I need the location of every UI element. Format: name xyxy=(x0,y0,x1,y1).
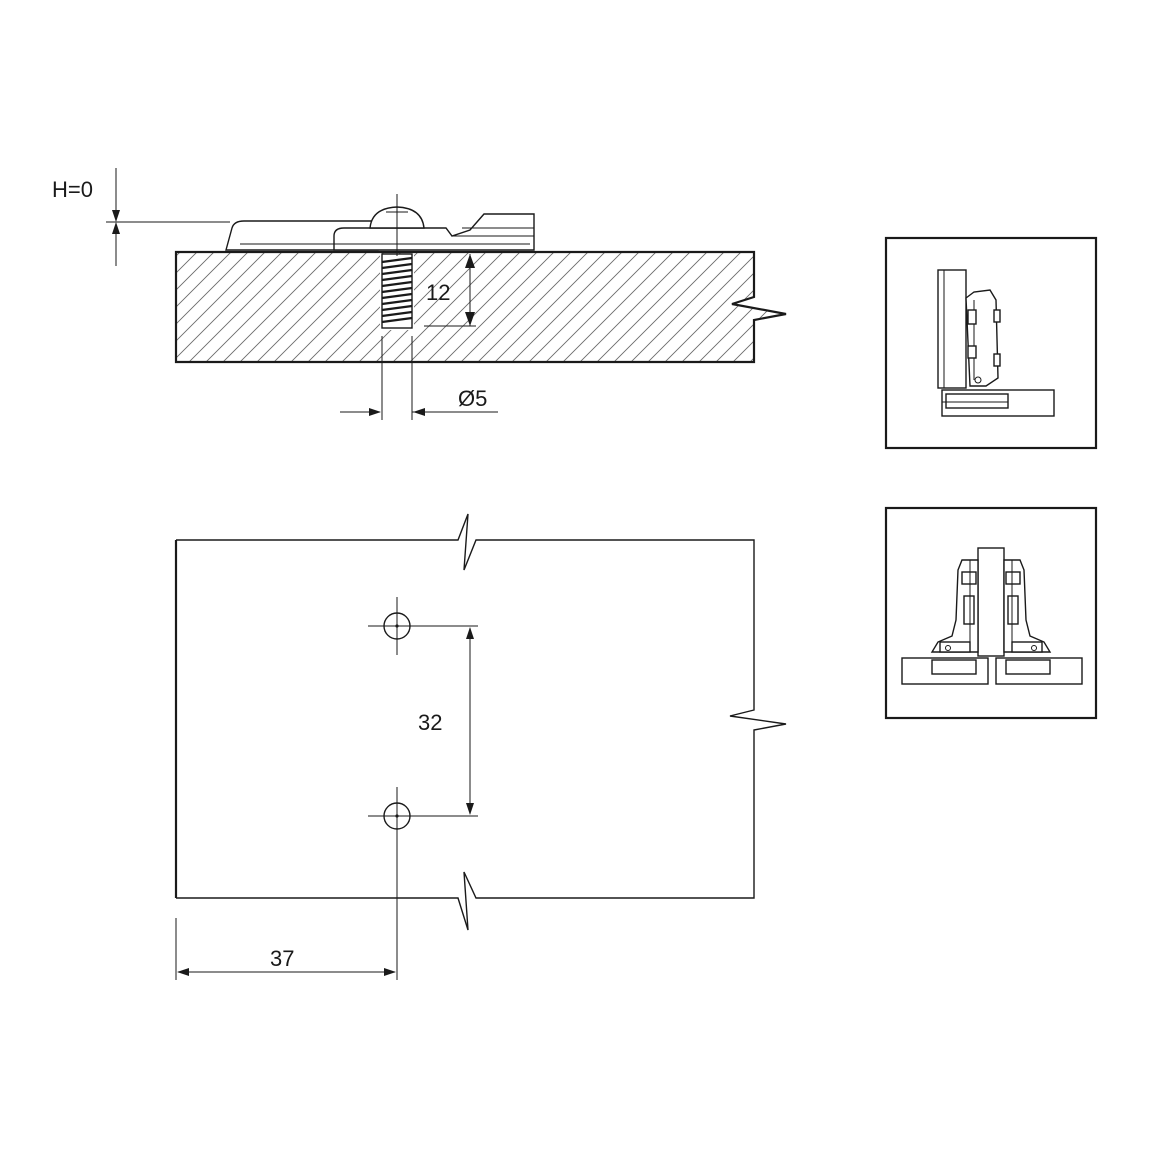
hatch-line xyxy=(176,252,181,362)
hatch-line xyxy=(535,252,657,362)
thread-line xyxy=(381,262,413,270)
thread-line xyxy=(381,292,413,300)
hatch-line xyxy=(773,252,786,362)
hinge-side-view-icon xyxy=(884,236,1098,450)
thread-line xyxy=(381,268,413,276)
hatch-line xyxy=(501,252,623,362)
screw-depth-label: 12 xyxy=(426,280,450,305)
hatch-line xyxy=(467,252,589,362)
mounting-plate-profile xyxy=(225,194,535,256)
hatch-line xyxy=(739,252,786,362)
hatch-line xyxy=(314,252,436,362)
edge-distance-label: 37 xyxy=(270,946,294,971)
hatch-line xyxy=(637,252,759,362)
hatch-line xyxy=(416,252,538,362)
edge-distance-dimension: 37 xyxy=(175,845,398,980)
thread-line xyxy=(381,304,413,312)
hole-spacing-label: 32 xyxy=(418,710,442,735)
hatch-line xyxy=(263,252,385,362)
diameter-dimension: Ø5 xyxy=(340,336,498,420)
board-section xyxy=(174,250,787,364)
hatch-line xyxy=(176,252,266,362)
hinge-double-view-icon xyxy=(884,506,1098,720)
thread-line xyxy=(381,280,413,288)
hatch-line xyxy=(176,252,215,362)
hatch-line xyxy=(586,252,708,362)
hatch-line xyxy=(176,252,198,362)
hatch-line xyxy=(176,252,249,362)
hatch-line xyxy=(212,252,334,362)
thread-line xyxy=(381,310,413,318)
hatch-line xyxy=(229,252,351,362)
hatch-line xyxy=(433,252,555,362)
thread-line xyxy=(381,286,413,294)
hatch-line xyxy=(246,252,368,362)
hatch-line xyxy=(365,252,487,362)
thread-line xyxy=(381,298,413,306)
hatch-line xyxy=(705,252,786,362)
hatch-line xyxy=(688,252,786,362)
screw-thread xyxy=(381,253,413,329)
hole-diameter-label: Ø5 xyxy=(458,386,487,411)
thread-line xyxy=(381,256,413,264)
hatch-line xyxy=(176,252,232,362)
hatch-line xyxy=(552,252,674,362)
hatch-line xyxy=(722,252,786,362)
depth-dimension: 12 xyxy=(424,254,476,327)
hatch-line xyxy=(654,252,776,362)
thread-line xyxy=(381,316,413,324)
height-dimension: H=0 xyxy=(52,168,230,266)
hatch-line xyxy=(195,252,317,362)
board-outline xyxy=(176,513,787,931)
hatch-line xyxy=(569,252,691,362)
hatch-line xyxy=(176,252,283,362)
hatch-line xyxy=(620,252,742,362)
spacing-dimension: 32 xyxy=(412,625,478,817)
thread-line xyxy=(381,274,413,282)
hatch-line xyxy=(382,252,504,362)
hatch-line xyxy=(178,252,300,362)
section-view: H=0 12 Ø5 xyxy=(52,168,787,420)
hatch-line xyxy=(399,252,521,362)
hatch-line xyxy=(518,252,640,362)
hatch-line xyxy=(450,252,572,362)
hatch-line xyxy=(484,252,606,362)
height-offset-label: H=0 xyxy=(52,177,93,202)
plan-view: 32 37 xyxy=(174,513,787,980)
hatch-line xyxy=(603,252,725,362)
